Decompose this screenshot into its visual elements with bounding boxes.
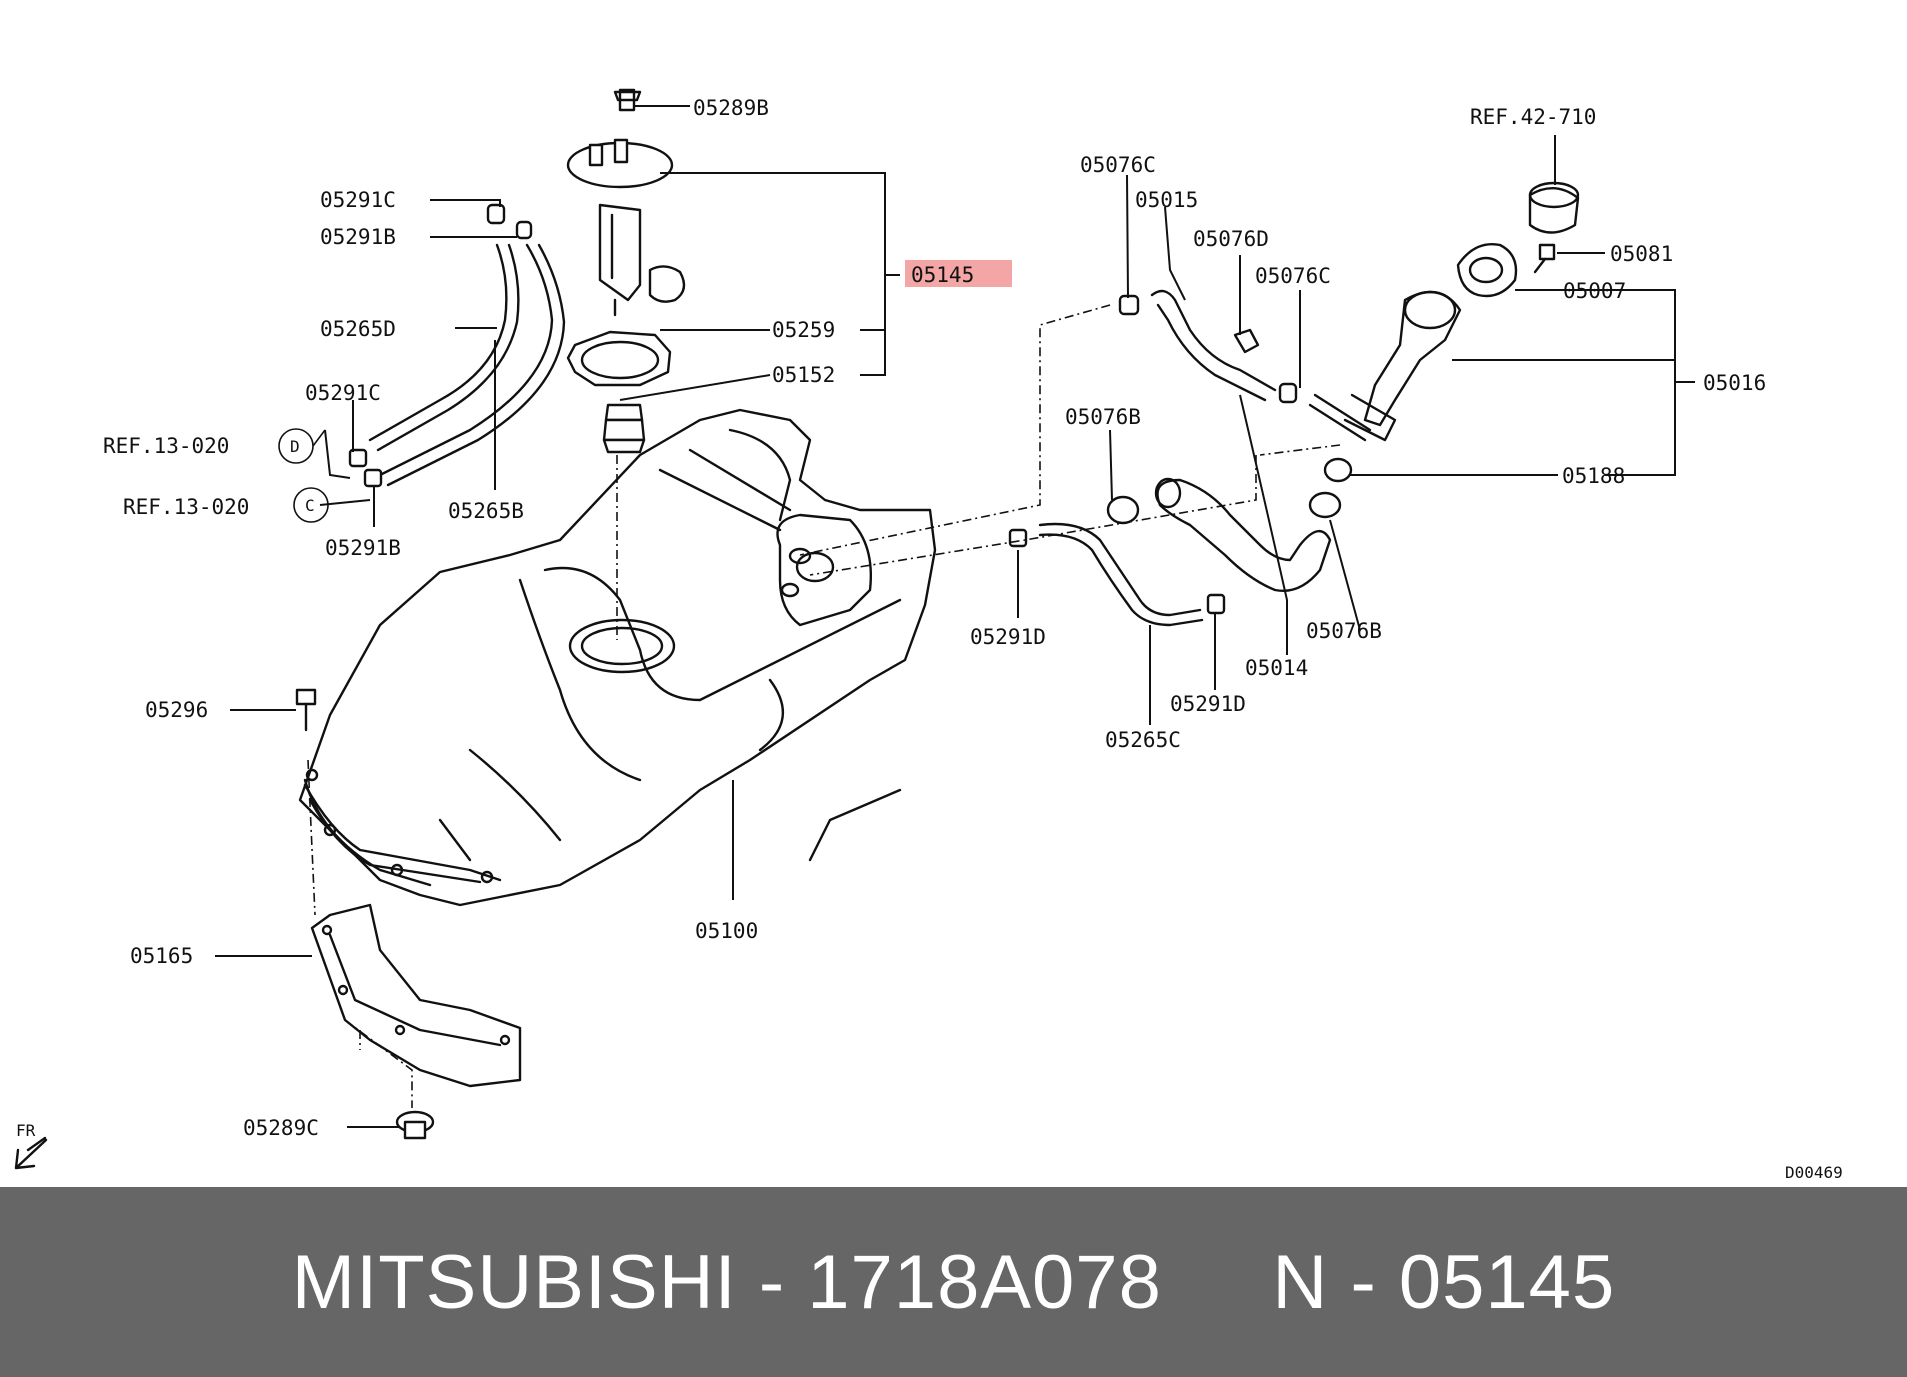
- fuel-tank-05100[interactable]: [298, 408, 937, 907]
- label-circle-c: C: [305, 496, 315, 515]
- hose-05265B[interactable]: [378, 243, 566, 487]
- label-fr: FR: [16, 1121, 36, 1140]
- label-05007: 05007: [1563, 279, 1626, 303]
- label-ref42710: REF.42-710: [1470, 105, 1596, 129]
- shield-05165[interactable]: [310, 903, 522, 1088]
- label-05076C-mid: 05076C: [1255, 264, 1331, 288]
- leader-lines: [215, 105, 1695, 1128]
- label-05291D-left: 05291D: [970, 625, 1046, 649]
- filler-cap-ref42710[interactable]: [1528, 181, 1580, 234]
- label-05188: 05188: [1562, 464, 1625, 488]
- diagram-code: D00469: [1785, 1163, 1843, 1182]
- grommet-05289C[interactable]: [395, 1110, 435, 1140]
- label-05291B-top: 05291B: [320, 225, 396, 249]
- ref-circle-c: [293, 487, 329, 523]
- label-05076B-top: 05076B: [1065, 405, 1141, 429]
- label-05289C: 05289C: [243, 1116, 319, 1140]
- screw-05081[interactable]: [1533, 243, 1556, 274]
- footer-n-label: N: [1272, 1239, 1329, 1325]
- clip-05188[interactable]: [1323, 457, 1353, 483]
- hose-05015[interactable]: [1118, 289, 1298, 404]
- hose-05265C[interactable]: [1038, 522, 1204, 627]
- clip-05076D[interactable]: [1233, 328, 1260, 354]
- label-ref13020-c: REF.13-020: [123, 495, 249, 519]
- label-05289B: 05289B: [693, 96, 769, 120]
- label-05259: 05259: [772, 318, 835, 342]
- front-arrow-icon: [14, 1136, 48, 1170]
- footer-part-number: 1718A078: [807, 1239, 1162, 1325]
- footer-ref: 05145: [1398, 1239, 1616, 1325]
- dashed-lines: [307, 304, 1341, 1108]
- footer-sep2: -: [1350, 1239, 1377, 1325]
- label-05265D: 05265D: [320, 317, 396, 341]
- label-05076C-top: 05076C: [1080, 153, 1156, 177]
- spring-05152[interactable]: [602, 403, 646, 454]
- filler-neck-05016[interactable]: [1308, 290, 1462, 442]
- label-05145: 05145: [911, 263, 974, 287]
- label-05291D-bot: 05291D: [1170, 692, 1246, 716]
- label-05291C-top: 05291C: [320, 188, 396, 212]
- label-05100: 05100: [695, 919, 758, 943]
- label-05152: 05152: [772, 363, 835, 387]
- clamp-05291B-bot[interactable]: [363, 468, 383, 488]
- fuel-pump-05145[interactable]: [566, 88, 686, 317]
- label-05291B-bot: 05291B: [325, 536, 401, 560]
- label-05076B-right: 05076B: [1306, 619, 1382, 643]
- footer-brand: MITSUBISHI: [291, 1239, 737, 1325]
- label-05296: 05296: [145, 698, 208, 722]
- clamp-05291C-mid[interactable]: [348, 448, 368, 468]
- label-ref13020-d: REF.13-020: [103, 434, 229, 458]
- clamp-05076B[interactable]: [1106, 491, 1342, 525]
- clamp-05291C-top[interactable]: [486, 203, 533, 240]
- label-05165: 05165: [130, 944, 193, 968]
- label-05016: 05016: [1703, 371, 1766, 395]
- clamp-05291D[interactable]: [1008, 528, 1226, 615]
- label-05291C-mid: 05291C: [305, 381, 381, 405]
- highlight-05145: [905, 260, 1012, 287]
- label-05015: 05015: [1135, 188, 1198, 212]
- footer-sep1: -: [758, 1239, 786, 1325]
- label-05265B: 05265B: [448, 499, 524, 523]
- footer-bar: MITSUBISHI - 1718A078 N - 05145: [0, 1187, 1907, 1377]
- footer-title: MITSUBISHI - 1718A078 N - 05145: [292, 1239, 1615, 1326]
- label-05265C: 05265C: [1105, 728, 1181, 752]
- parts-diagram: 05289B 05291C 05291B 05145 05265D 05259 …: [14, 88, 1843, 1182]
- label-05076D: 05076D: [1193, 227, 1269, 251]
- hose-05014[interactable]: [1154, 477, 1332, 592]
- hose-05265D[interactable]: [368, 243, 520, 452]
- label-05081: 05081: [1610, 242, 1673, 266]
- label-circle-d: D: [290, 437, 300, 456]
- gasket-05007[interactable]: [1456, 243, 1518, 298]
- label-05014: 05014: [1245, 656, 1308, 680]
- bolt-05296[interactable]: [295, 688, 317, 732]
- gasket-05259[interactable]: [566, 330, 672, 387]
